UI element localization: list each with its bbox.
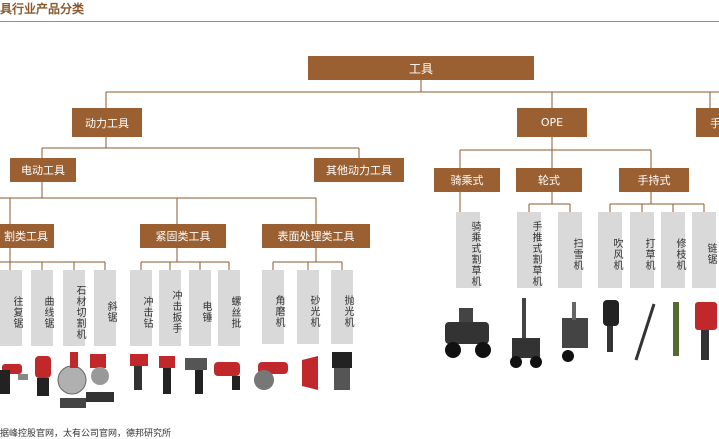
reciprocating-saw-image <box>0 346 30 410</box>
leaf-hedge-trimmer: 修枝机 <box>661 212 685 288</box>
push-mower-image <box>508 296 544 374</box>
leaf-blower: 吹风机 <box>598 212 622 288</box>
hedge-trimmer-image <box>665 296 687 366</box>
leaf-chainsaw: 链锯 <box>692 212 716 288</box>
leaf-sander: 砂光机 <box>297 270 319 344</box>
leaf-stone-cutter: 石材切割机 <box>63 270 85 346</box>
wheeled-node: 轮式 <box>516 168 582 192</box>
other-power-tools-node: 其他动力工具 <box>314 158 404 182</box>
power-tools-node: 动力工具 <box>72 108 142 137</box>
screwdriver-image <box>212 350 242 400</box>
root-node: 工具 <box>308 56 534 80</box>
leaf-push-mower: 手推式割草机 <box>517 212 541 288</box>
leaf-screwdriver: 螺丝批 <box>218 270 240 346</box>
handheld-node: 手持式 <box>619 168 689 192</box>
cutting-tools-node: 割类工具 <box>0 224 54 248</box>
fastening-tools-node: 紧固类工具 <box>140 224 226 248</box>
leaf-impact-drill: 冲击钻 <box>130 270 152 346</box>
leaf-polisher: 抛光机 <box>331 270 353 344</box>
miter-saw-image <box>86 346 114 412</box>
impact-wrench-image <box>155 350 179 408</box>
leaf-snow-blower: 扫雪机 <box>558 212 582 288</box>
stone-cutter-image <box>56 346 90 416</box>
snow-blower-image <box>558 300 592 370</box>
leaf-riding-mower: 骑乘式割草机 <box>456 212 480 288</box>
angle-grinder-image <box>252 346 296 402</box>
leaf-angle-grinder: 角磨机 <box>262 270 284 344</box>
leaf-reciprocating-saw: 往复锯 <box>0 270 22 346</box>
riding-node: 骑乘式 <box>434 168 500 192</box>
chainsaw-image <box>691 296 719 376</box>
polisher-image <box>330 348 354 406</box>
blower-image <box>597 296 627 360</box>
riding-mower-image <box>441 296 493 372</box>
leaf-jigsaw: 曲线锯 <box>31 270 53 346</box>
leaf-miter-saw: 斜锯 <box>94 270 116 346</box>
leaf-impact-wrench: 冲击扳手 <box>159 270 181 346</box>
leaf-grass-trimmer: 打草机 <box>630 212 654 288</box>
electric-tools-node: 电动工具 <box>10 158 76 182</box>
hammer-drill-image <box>183 350 209 408</box>
ope-node: OPE <box>517 108 587 137</box>
hand-tools-node: 手 <box>696 108 719 137</box>
leaf-hammer-drill: 电锤 <box>189 270 211 346</box>
surface-tools-node: 表面处理类工具 <box>262 224 370 248</box>
trimmer-image <box>632 300 658 364</box>
impact-drill-image <box>128 350 150 408</box>
jigsaw-image <box>33 346 55 410</box>
source-footnote: 据峰控股官网，太有公司官网，德邦研究所 <box>0 426 171 439</box>
sander-image <box>298 350 322 404</box>
